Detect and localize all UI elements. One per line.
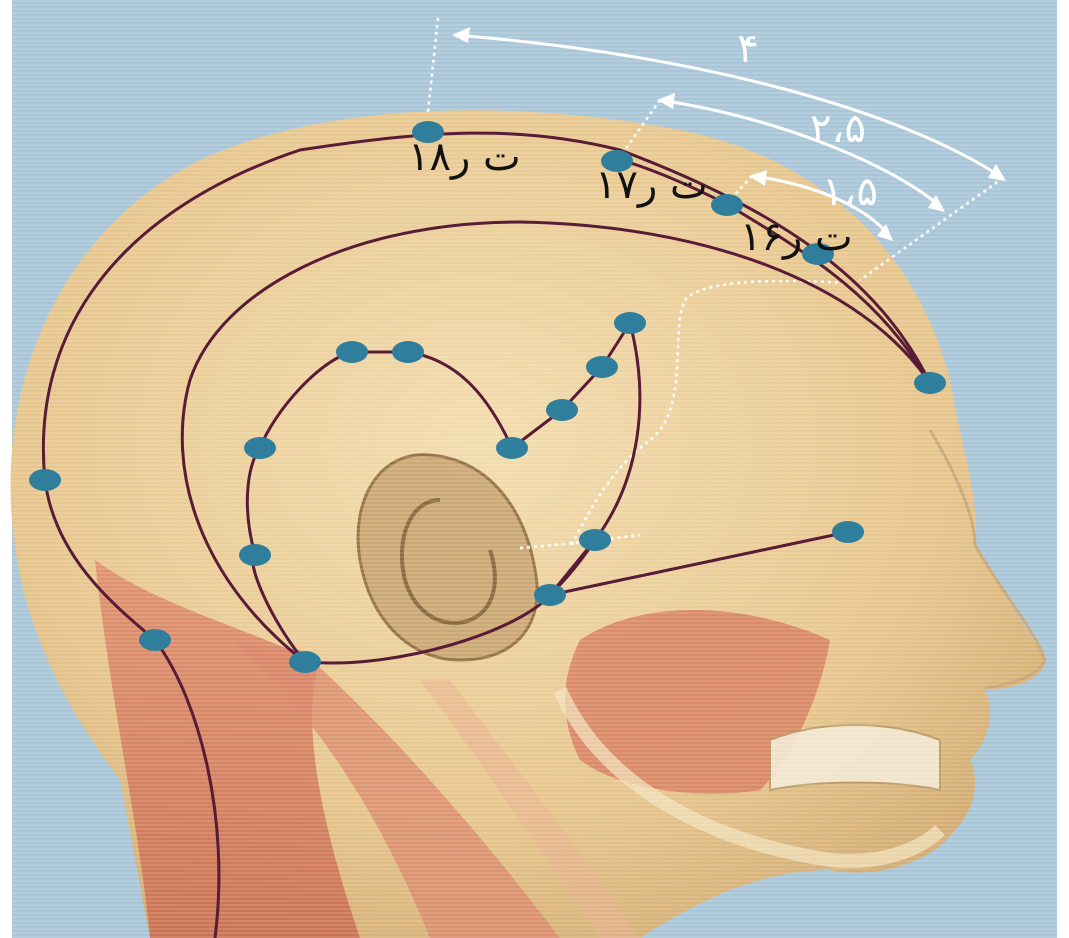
acupoint: [139, 629, 171, 651]
acupoint: [534, 584, 566, 606]
measure-outer: ۴: [737, 26, 758, 72]
acupoint: [586, 356, 618, 378]
measure-middle: ۲،۵: [810, 106, 866, 152]
acupoint: [546, 399, 578, 421]
measure-inner: ۱،۵: [822, 169, 878, 215]
acupoint: [289, 651, 321, 673]
acupoint: [239, 544, 271, 566]
label-point-17: ت ر۱۷: [595, 162, 708, 208]
acupoint: [29, 469, 61, 491]
acupoint: [614, 312, 646, 334]
acupoint: [832, 521, 864, 543]
label-point-16: ت ر۱۶: [740, 214, 853, 260]
acupoint: [496, 437, 528, 459]
label-point-18: ت ر۱۸: [408, 134, 521, 180]
acupoint-16: [711, 194, 743, 216]
acupoint: [914, 372, 946, 394]
acupoint: [244, 437, 276, 459]
acupoint: [392, 341, 424, 363]
acupoint: [336, 341, 368, 363]
acupoint: [579, 529, 611, 551]
